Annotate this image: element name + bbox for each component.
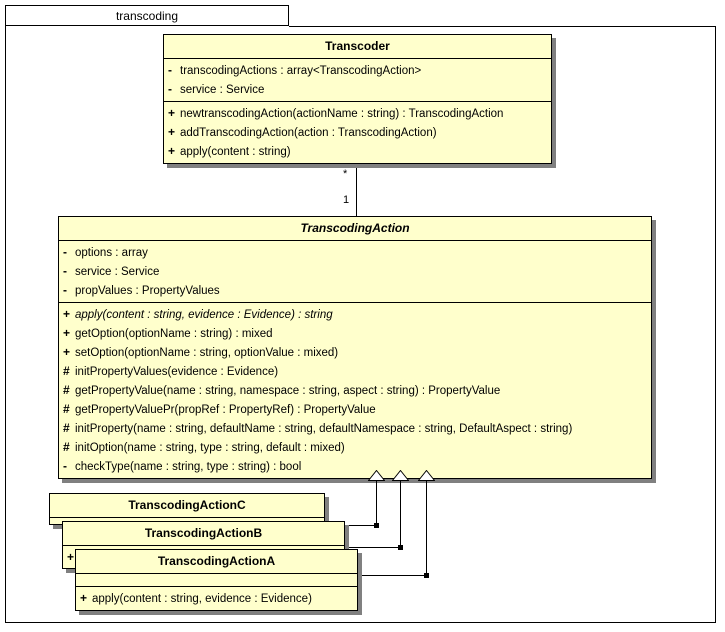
visibility-marker: -	[63, 283, 67, 297]
generalization-endpoint-c	[374, 523, 379, 528]
attributes-compartment-transcoder: - transcodingActions : array<Transcoding…	[164, 58, 551, 101]
generalization-line-c-horizontal	[325, 525, 377, 526]
operation-label: newtranscodingAction(actionName : string…	[180, 108, 504, 120]
operation-label: initProperty(name : string, defaultName …	[75, 423, 573, 435]
aggregation-source-multiplicity: *	[343, 168, 348, 180]
visibility-marker: +	[168, 144, 176, 158]
attribute-label: options : array	[75, 247, 148, 259]
attribute-label: service : Service	[180, 84, 265, 96]
attribute-label: propValues : PropertyValues	[75, 285, 220, 297]
attribute-row: - service : Service	[59, 262, 651, 281]
attribute-row: - options : array	[59, 243, 651, 262]
visibility-marker: -	[63, 245, 67, 259]
operations-compartment-transcoder: + newtranscodingAction(actionName : stri…	[164, 101, 551, 163]
attribute-label: service : Service	[75, 266, 160, 278]
generalization-line-c-vertical	[376, 481, 377, 525]
operations-compartment-transcoding-action-a: + apply(content : string, evidence : Evi…	[76, 586, 357, 610]
class-name-transcoding-action-a: TranscodingActionA	[157, 554, 276, 568]
generalization-triangle-a	[418, 470, 435, 481]
operation-label: setOption(optionName : string, optionVal…	[75, 347, 339, 359]
generalization-triangle-c	[368, 470, 385, 481]
attributes-compartment-transcoding-action: - options : array - service : Service - …	[59, 240, 651, 302]
visibility-marker: +	[63, 345, 71, 359]
operation-label: addTranscodingAction(action : Transcodin…	[180, 127, 437, 139]
visibility-marker: -	[63, 264, 67, 278]
operation-row: # getPropertyValuePr(propRef : PropertyR…	[59, 400, 651, 419]
operation-label: checkType(name : string, type : string) …	[75, 461, 302, 473]
generalization-endpoint-b	[398, 545, 403, 550]
visibility-marker: -	[168, 63, 172, 77]
operation-row: + getOption(optionName : string) : mixed	[59, 324, 651, 343]
visibility-marker: #	[63, 421, 70, 435]
visibility-marker: +	[63, 307, 71, 321]
visibility-marker: +	[168, 125, 176, 139]
visibility-marker: +	[168, 106, 176, 120]
aggregation-line	[356, 166, 357, 218]
generalization-endpoint-a	[424, 573, 429, 578]
visibility-marker: #	[63, 402, 70, 416]
attribute-label: transcodingActions : array<TranscodingAc…	[180, 65, 422, 77]
operation-label: apply(content : string, evidence : Evide…	[75, 309, 333, 321]
operation-row: # initProperty(name : string, defaultNam…	[59, 419, 651, 438]
visibility-marker: -	[63, 459, 67, 473]
visibility-marker: #	[63, 383, 70, 397]
operation-row: + apply(content : string, evidence : Evi…	[59, 305, 651, 324]
operation-row: + apply(content : string, evidence : Evi…	[76, 589, 357, 608]
attribute-row: - transcodingActions : array<Transcoding…	[164, 61, 551, 80]
package-frame	[5, 26, 716, 623]
operation-row: + setOption(optionName : string, optionV…	[59, 343, 651, 362]
class-box-transcoding-action[interactable]: TranscodingAction - options : array - se…	[58, 216, 652, 479]
operation-label: getPropertyValuePr(propRef : PropertyRef…	[75, 404, 376, 416]
class-box-transcoding-action-a[interactable]: TranscodingActionA + apply(content : str…	[75, 549, 358, 611]
class-name-transcoding-action-c: TranscodingActionC	[128, 498, 246, 512]
operation-label: initPropertyValues(evidence : Evidence)	[75, 366, 279, 378]
operation-label: initOption(name : string, type : string,…	[75, 442, 345, 454]
class-name-transcoder: Transcoder	[325, 39, 390, 53]
operation-row: +	[63, 548, 344, 566]
class-box-transcoder[interactable]: Transcoder - transcodingActions : array<…	[163, 34, 552, 164]
visibility-marker: +	[67, 550, 75, 564]
operation-row: # initPropertyValues(evidence : Evidence…	[59, 362, 651, 381]
class-name-transcoding-action-b: TranscodingActionB	[144, 526, 263, 540]
visibility-marker: #	[63, 364, 70, 378]
operations-compartment-transcoding-action-c	[50, 517, 324, 524]
generalization-line-a-horizontal	[362, 575, 427, 576]
generalization-line-b-vertical	[400, 481, 401, 547]
operation-label: apply(content : string)	[180, 146, 291, 158]
package-frame-topline	[289, 26, 716, 27]
operation-label: getOption(optionName : string) : mixed	[75, 328, 273, 340]
operation-row: + addTranscodingAction(action : Transcod…	[164, 123, 551, 142]
visibility-marker: +	[63, 326, 71, 340]
operations-compartment-transcoding-action-b: +	[63, 545, 344, 568]
attributes-compartment-transcoding-action-a	[76, 573, 357, 586]
operation-row: # getPropertyValue(name : string, namesp…	[59, 381, 651, 400]
generalization-triangle-b	[392, 470, 409, 481]
operation-row: + apply(content : string)	[164, 142, 551, 161]
package-tab: transcoding	[5, 5, 289, 26]
visibility-marker: #	[63, 440, 70, 454]
operation-label: getPropertyValue(name : string, namespac…	[75, 385, 501, 397]
operations-compartment-transcoding-action: + apply(content : string, evidence : Evi…	[59, 302, 651, 478]
operation-row: - checkType(name : string, type : string…	[59, 457, 651, 476]
operation-row: + newtranscodingAction(actionName : stri…	[164, 104, 551, 123]
operation-row: # initOption(name : string, type : strin…	[59, 438, 651, 457]
visibility-marker: -	[168, 82, 172, 96]
generalization-line-a-vertical	[426, 481, 427, 575]
visibility-marker: +	[80, 591, 88, 605]
class-name-transcoding-action: TranscodingAction	[300, 221, 410, 235]
attribute-row: - propValues : PropertyValues	[59, 281, 651, 300]
aggregation-target-multiplicity: 1	[343, 194, 350, 206]
operation-label: apply(content : string, evidence : Evide…	[92, 593, 312, 605]
generalization-line-b-horizontal	[345, 547, 401, 548]
attribute-row: - service : Service	[164, 80, 551, 99]
